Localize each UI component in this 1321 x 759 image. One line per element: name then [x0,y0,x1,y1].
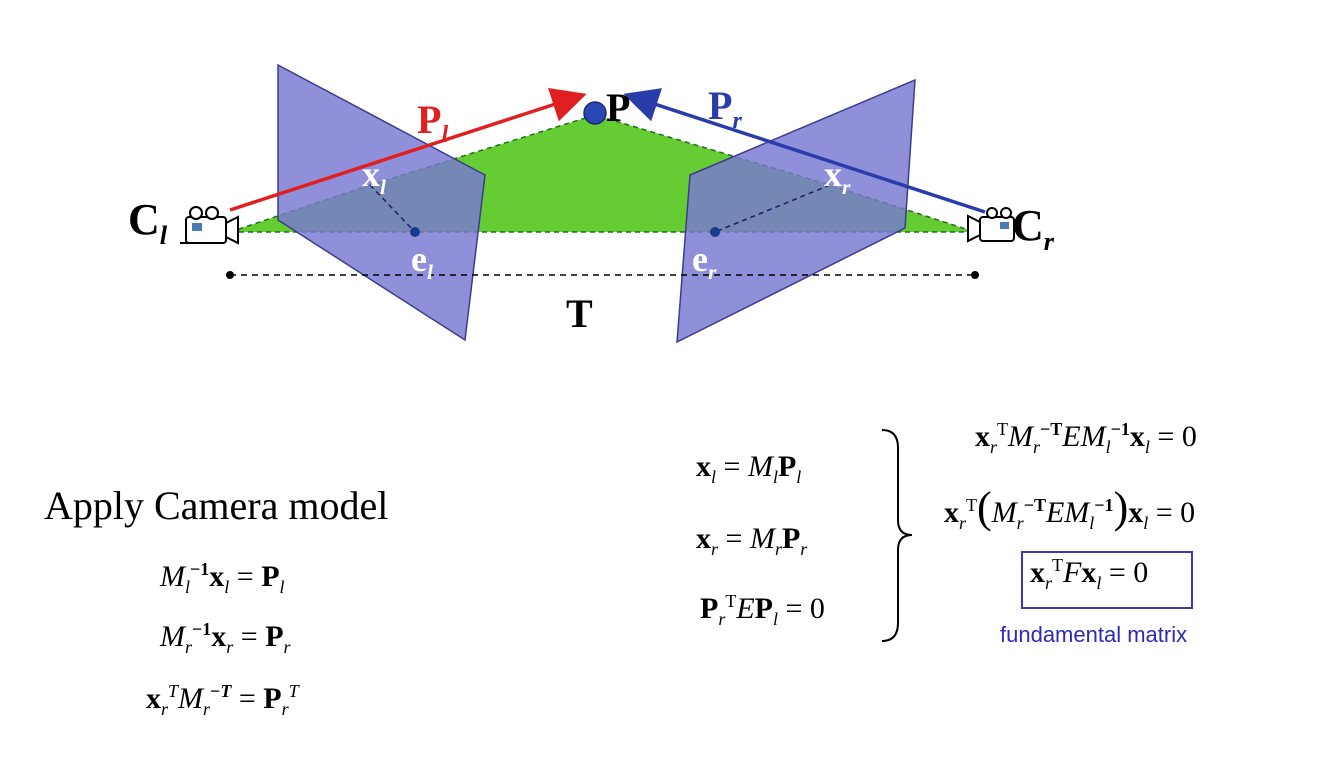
left-eq-1: Ml−1xl = Pl [160,559,285,597]
label-x-right: xr [824,154,851,200]
fundamental-equation-box [1021,551,1193,609]
label-P-left: Pl [417,97,449,148]
left-camera-icon [180,206,239,245]
label-e-left: el [411,239,433,285]
label-e-right: er [692,239,717,285]
left-image-plane [277,63,486,342]
label-C-right: Cr [1012,201,1055,256]
fundamental-matrix-caption: fundamental matrix [1000,622,1188,647]
label-T: T [566,291,593,336]
label-x-left: xl [362,154,386,200]
epipole-right-dot [710,227,720,237]
left-ray-arrow [229,88,587,212]
middle-eq-3: PrTEPl = 0 [700,591,825,629]
label-P: P [606,85,631,130]
label-C-left: Cl [128,195,168,250]
point-P [583,101,607,125]
baseline-left-end [226,271,234,279]
right-eq-3: xrTFxl = 0 [1030,555,1149,593]
right-eq-2: xrT(Mr−TEMl−1)xl = 0 [944,483,1196,533]
epipole-left-dot [410,227,420,237]
left-eq-3: xrTMr−T = PrT [146,681,299,719]
right-image-plane [676,78,916,344]
left-eq-2: Mr−1xr = Pr [160,619,291,657]
right-eq-1: xrTMr−TEMl−1xl = 0 [975,419,1197,457]
right-brace [881,429,913,642]
left-block-title: Apply Camera model [44,483,389,528]
label-P-right: Pr [708,83,742,134]
middle-eq-2: xr = MrPr [696,522,808,559]
right-camera-icon [967,207,1015,243]
epipolar-line-right [714,184,831,233]
epipolar-line-left [369,184,416,233]
middle-eq-1: xl = MlPl [696,450,802,487]
right-ray-arrow [623,88,986,214]
baseline-right-end [971,271,979,279]
